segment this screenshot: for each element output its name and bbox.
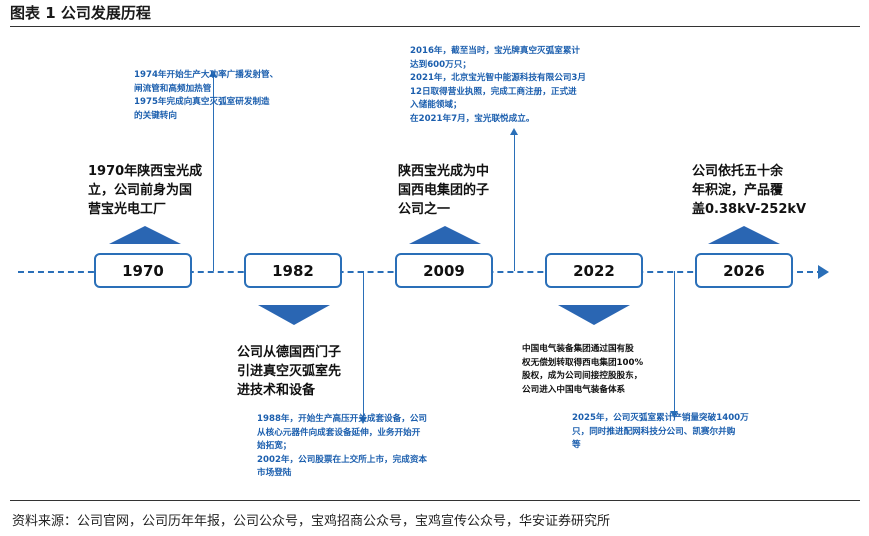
event-2022: 中国电气装备集团通过国有股 权无偿划转取得西电集团100% 股权，成为公司间接控…: [522, 344, 644, 395]
triangle-down-icon: [558, 305, 630, 325]
connector-line-1974: [213, 75, 214, 271]
note-2016: 2016年，截至当时，宝光牌真空灭弧室累计 达到600万只； 2021年，北京宝…: [410, 46, 586, 124]
arrow-up-icon: [510, 128, 518, 135]
connector-line-1988: [363, 271, 364, 419]
triangle-up-icon: [409, 226, 481, 244]
note-1974: 1974年开始生产大功率广播发射管、 闸流管和高频加热管 1975年完成向真空灭…: [134, 70, 279, 121]
year-box-2026: 2026: [695, 253, 793, 288]
arrow-down-icon: [359, 417, 367, 424]
year-box-2009: 2009: [395, 253, 493, 288]
figure-title: 图表 1 公司发展历程: [10, 4, 151, 22]
arrow-up-icon: [209, 70, 217, 77]
arrow-down-icon: [670, 411, 678, 418]
year-box-2022: 2022: [545, 253, 643, 288]
source-note: 资料来源：公司官网，公司历年年报，公司公众号，宝鸡招商公众号，宝鸡宣传公众号，华…: [12, 514, 611, 529]
triangle-up-icon: [109, 226, 181, 244]
event-2009: 陕西宝光成为中 国西电集团的子 公司之一: [398, 164, 490, 217]
triangle-down-icon: [258, 305, 330, 325]
year-box-1982: 1982: [244, 253, 342, 288]
triangle-up-icon: [708, 226, 780, 244]
bottom-rule: [10, 500, 860, 501]
timeline-arrow-icon: [818, 265, 829, 279]
connector-line-2025: [674, 271, 675, 413]
year-box-1970: 1970: [94, 253, 192, 288]
note-1988: 1988年，开始生产高压开关成套设备，公司 从核心元器件向成套设备延伸，业务开始…: [257, 414, 428, 478]
note-2025: 2025年，公司灭弧室累计产销量突破1400万 只，同时推进配网科技分公司、凯赛…: [572, 413, 749, 450]
event-2026: 公司依托五十余 年积淀，产品覆 盖0.38kV-252kV: [692, 164, 807, 217]
event-1970: 1970年陕西宝光成 立，公司前身为国 营宝光电工厂: [88, 164, 203, 217]
top-rule: [10, 26, 860, 27]
event-1982: 公司从德国西门子 引进真空灭弧室先 进技术和设备: [237, 345, 342, 398]
connector-line-2016: [514, 133, 515, 271]
